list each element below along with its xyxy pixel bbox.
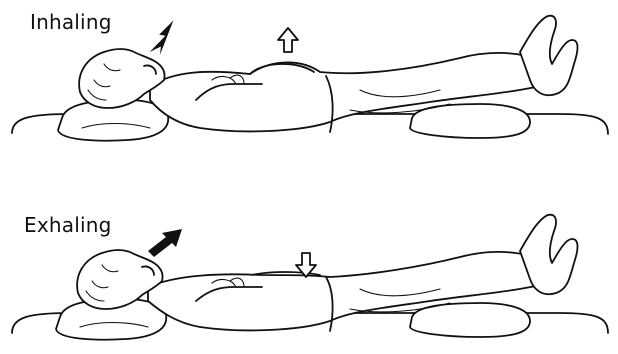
- exhaling-illustration: [0, 177, 618, 354]
- exhaling-panel: Exhaling: [0, 177, 618, 354]
- hollow-up-arrow-icon: [278, 28, 298, 52]
- solid-arrow-icon: [146, 21, 178, 57]
- inhaling-panel: Inhaling: [0, 0, 618, 177]
- solid-arrow-icon: [148, 229, 182, 257]
- inhaling-illustration: [0, 0, 618, 177]
